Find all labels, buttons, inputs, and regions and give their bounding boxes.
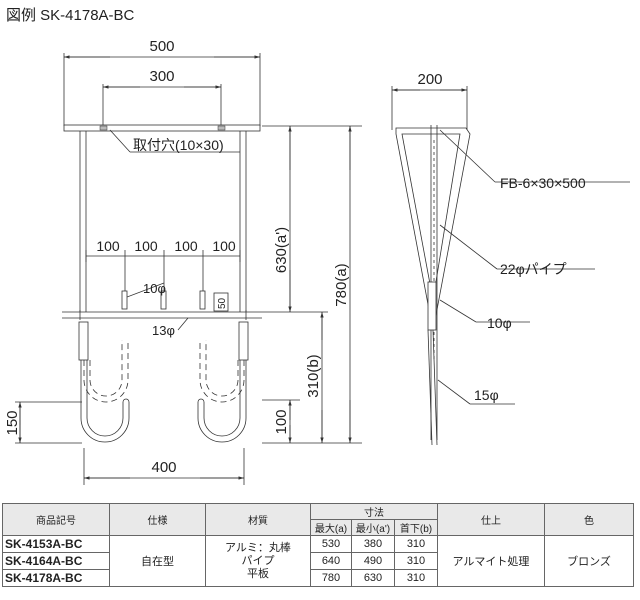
row-drop: 310 — [394, 569, 438, 587]
finish-value: アルマイト処理 — [437, 535, 545, 587]
header-min: 最小(a') — [351, 519, 395, 536]
header-color: 色 — [544, 503, 634, 536]
row-min: 630 — [351, 569, 395, 587]
dim-b: 310(b) — [305, 354, 322, 397]
row-code: SK-4178A-BC — [2, 569, 110, 587]
row-code: SK-4153A-BC — [2, 535, 110, 553]
material-line: パイプ — [241, 554, 275, 567]
side-width: 200 — [417, 71, 442, 88]
side-view — [391, 86, 630, 446]
row-drop: 310 — [394, 535, 438, 553]
table-header-row: 商品記号 仕様 材質 寸法 仕上 色 — [2, 503, 634, 536]
table-row: SK-4153A-BC 自在型 アルミ：丸棒 パイプ 平板 530 380 31… — [2, 535, 634, 587]
row-max: 530 — [310, 535, 352, 553]
dim-top-holes: 300 — [149, 68, 174, 85]
hook-label: 15φ — [474, 387, 499, 403]
spec-table: 商品記号 仕様 材質 寸法 仕上 色 最大(a) 最小(a') 首下(b) SK… — [2, 503, 634, 587]
table-subheader-row: 最大(a) 最小(a') 首下(b) — [3, 519, 634, 536]
dim-top-total: 500 — [149, 38, 174, 55]
side-rod-label: 10φ — [487, 315, 512, 331]
spec-value: 自在型 — [109, 535, 206, 587]
bar-label: 13φ — [152, 323, 175, 338]
header-drop: 首下(b) — [394, 519, 438, 536]
dim-a: 780(a) — [333, 263, 350, 306]
material-line: アルミ：丸棒 — [225, 541, 291, 554]
row-drop: 310 — [394, 552, 438, 570]
header-max: 最大(a) — [310, 519, 352, 536]
front-view — [15, 53, 262, 485]
dim-hook: 150 — [4, 410, 21, 435]
row-max: 780 — [310, 569, 352, 587]
pipe-label: 22φパイプ — [500, 261, 567, 277]
header-material: 材質 — [205, 503, 311, 536]
spacing-label-2: 100 — [134, 238, 158, 254]
color-value: ブロンズ — [544, 535, 634, 587]
dim-bottom: 400 — [151, 459, 176, 476]
table-row: SK-4178A-BC 780 630 310 — [2, 569, 634, 587]
table-row: SK-4164A-BC 640 490 310 — [2, 552, 634, 570]
small-dim-label: 50 — [217, 297, 228, 309]
header-spec: 仕様 — [109, 503, 206, 536]
header-code: 商品記号 — [2, 503, 110, 536]
technical-drawing: 500 300 取付穴(10×30) 100 100 100 100 10φ 5… — [4, 38, 630, 485]
row-code: SK-4164A-BC — [2, 552, 110, 570]
dim-a-prime: 630(a') — [273, 227, 290, 273]
material-value: アルミ：丸棒 パイプ 平板 — [205, 535, 311, 587]
header-finish: 仕上 — [437, 503, 545, 536]
dim-lower: 100 — [273, 409, 290, 434]
fb-label: FB-6×30×500 — [500, 175, 586, 191]
row-min: 490 — [351, 552, 395, 570]
row-min: 380 — [351, 535, 395, 553]
spacing-label-3: 100 — [174, 238, 198, 254]
rod-label-front: 10φ — [143, 281, 166, 296]
hole-label: 取付穴(10×30) — [133, 137, 224, 153]
material-line: 平板 — [247, 567, 269, 580]
row-max: 640 — [310, 552, 352, 570]
page-title: 図例 SK-4178A-BC — [6, 7, 135, 24]
header-dims: 寸法 — [310, 503, 438, 520]
spacing-label-1: 100 — [96, 238, 120, 254]
spacing-label-4: 100 — [212, 238, 236, 254]
